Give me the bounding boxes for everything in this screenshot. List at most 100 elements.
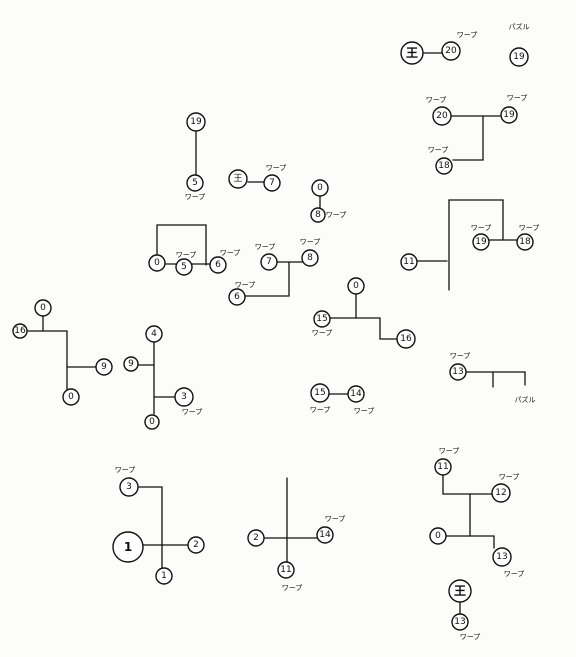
node-circle [492,547,512,567]
node-c-0: 0 [311,179,329,197]
node-j-x: パズル [515,395,536,404]
node-circle [448,579,472,603]
node-label: 11 [403,257,414,267]
node-annotation: ワープ [115,466,136,474]
node-m-0: 0 [429,527,447,545]
node-label: 8 [315,210,321,220]
node-h-9: 9 [123,356,139,372]
edge [445,535,495,549]
node-label: 3 [181,392,187,402]
node-label: 2 [253,533,259,543]
node-circle [449,363,467,381]
node-circle [175,258,193,276]
node-circle [148,254,166,272]
node-label: 0 [154,258,160,268]
node-c-top: 19 [186,112,206,132]
node-label: 5 [192,178,198,188]
edge [243,261,290,297]
node-d-0: 0 [148,254,166,272]
node-b-18: 18 ワープ [428,146,453,175]
edge [329,317,398,340]
node-label: 20 [445,46,457,56]
node-n-13: 13 ワープ [451,613,481,641]
node-label: 14 [350,389,362,399]
edge [26,330,68,390]
node-label: 15 [314,388,325,398]
node-label: 13 [454,617,465,627]
node-label: 16 [400,334,412,344]
node-annotation: ワープ [300,238,321,246]
node-circle [228,288,246,306]
node-circle [432,106,452,126]
node-circle [347,277,365,295]
node-label: 15 [316,314,327,324]
node-circle [310,207,326,223]
edge [448,199,504,291]
node-f-16: 16 [396,329,416,349]
edge [135,341,155,366]
node-label: 0 [68,392,74,402]
node-k-1: 1 [112,531,144,563]
node-label: 19 [513,52,525,62]
node-circle [209,256,227,274]
node-circle [186,174,204,192]
node-label: 20 [436,111,448,121]
node-circle [434,458,452,476]
node-annotation: ワープ [504,570,525,578]
node-label: 8 [307,253,313,263]
node-label: 0 [317,183,323,193]
node-circle [441,41,461,61]
node-label: 9 [101,362,107,372]
node-circle [277,561,295,579]
node-label: 0 [40,303,46,313]
node-label: 5 [181,262,187,272]
node-annotation: ワープ [499,473,520,481]
node-annotation: ワープ [220,249,241,257]
node-circle [347,385,365,403]
node-label: 16 [14,326,26,336]
node-label: 9 [128,359,134,369]
node-annotation: ワープ [325,515,346,523]
node-circle [119,477,139,497]
node-label: 12 [495,488,506,498]
node-annotation: ワープ [185,193,206,201]
node-circle [112,531,144,563]
node-label: 0 [353,281,359,291]
node-circle [491,483,511,503]
node-circle [400,253,418,271]
node-label: 1 [124,540,132,554]
node-circle [247,529,265,547]
node-label: 1 [161,571,167,581]
node-circle [500,106,518,124]
node-circle [396,329,416,349]
node-annotation: ワープ [457,31,478,39]
node-label: 11 [280,565,291,575]
node-label: 7 [266,257,272,267]
node-circle [95,358,113,376]
node-circle [400,41,424,65]
node-label: 王 [233,173,242,184]
node-annotation: ワープ [460,633,481,641]
node-annotation: ワープ [428,146,449,154]
node-label: 18 [438,161,450,171]
node-annotation: ワープ [519,224,540,232]
node-c-king: 王 [228,169,248,189]
node-circle [144,414,160,430]
node-circle [123,356,139,372]
node-label: 3 [126,482,132,492]
